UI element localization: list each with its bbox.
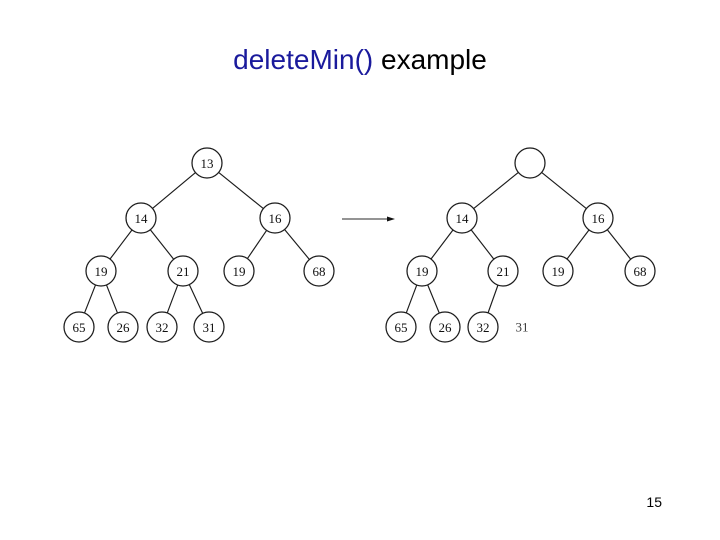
tree-node: 16 <box>259 202 291 234</box>
node-circle <box>125 202 157 234</box>
tree-node-empty <box>514 147 546 179</box>
tree-edge <box>470 229 495 260</box>
tree-edge <box>83 284 97 314</box>
tree-edge <box>566 229 590 260</box>
node-label: 19 <box>552 264 565 279</box>
page-number: 15 <box>646 494 662 510</box>
tree-node: 21 <box>487 255 519 287</box>
node-label: 31 <box>203 320 216 335</box>
node-circle <box>406 255 438 287</box>
tree-edge <box>246 230 268 259</box>
tree-edge <box>541 171 587 210</box>
node-circle <box>63 311 95 343</box>
tree-edge <box>427 284 440 314</box>
node-label: 65 <box>73 320 86 335</box>
node-circle <box>191 147 223 179</box>
node-label: 16 <box>592 211 606 226</box>
node-label: 13 <box>201 156 214 171</box>
node-circle <box>223 255 255 287</box>
detached-values-layer: 31 <box>516 320 529 335</box>
node-circle <box>107 311 139 343</box>
tree-node: 19 <box>223 255 255 287</box>
node-circle <box>487 255 519 287</box>
tree-node: 14 <box>446 202 478 234</box>
node-label: 21 <box>497 264 510 279</box>
tree-node: 26 <box>429 311 461 343</box>
node-circle <box>193 311 225 343</box>
tree-node: 21 <box>167 255 199 287</box>
nodes-layer: 13 14 16 19 21 19 68 65 26 32 31 14 16 19 21 19 68 65 26 32 <box>63 147 656 343</box>
node-circle <box>467 311 499 343</box>
tree-node: 68 <box>303 255 335 287</box>
node-circle <box>542 255 574 287</box>
node-circle <box>446 202 478 234</box>
detached-value-label: 31 <box>516 320 529 335</box>
tree-edge <box>149 229 175 260</box>
tree-node: 32 <box>467 311 499 343</box>
title-code-text: deleteMin() <box>233 44 374 75</box>
tree-edge <box>109 229 133 260</box>
node-circle <box>146 311 178 343</box>
node-label: 19 <box>416 264 429 279</box>
node-circle <box>582 202 614 234</box>
tree-node: 13 <box>191 147 223 179</box>
node-circle <box>167 255 199 287</box>
tree-node: 19 <box>542 255 574 287</box>
node-circle <box>514 147 546 179</box>
node-label: 65 <box>395 320 408 335</box>
tree-edge <box>430 229 454 260</box>
node-label: 19 <box>233 264 246 279</box>
page-title: deleteMin() example <box>0 44 720 76</box>
edges-layer <box>83 171 632 314</box>
node-label: 68 <box>313 264 326 279</box>
node-circle <box>303 255 335 287</box>
tree-node: 68 <box>624 255 656 287</box>
tree-edge <box>405 284 418 314</box>
tree-node: 16 <box>582 202 614 234</box>
tree-node: 32 <box>146 311 178 343</box>
node-label: 26 <box>117 320 131 335</box>
node-label: 32 <box>477 320 490 335</box>
node-circle <box>85 255 117 287</box>
node-label: 21 <box>177 264 190 279</box>
node-label: 68 <box>634 264 647 279</box>
node-label: 26 <box>439 320 453 335</box>
tree-edge <box>606 229 632 260</box>
tree-edge <box>188 284 204 314</box>
node-circle <box>385 311 417 343</box>
tree-edge <box>166 284 179 314</box>
node-label: 19 <box>95 264 108 279</box>
tree-edge <box>105 284 119 314</box>
node-label: 16 <box>269 211 283 226</box>
tree-edge <box>487 284 499 314</box>
tree-edge <box>152 172 196 209</box>
title-plain-text: example <box>373 44 487 75</box>
node-circle <box>624 255 656 287</box>
arrow-head <box>387 216 395 222</box>
tree-node: 14 <box>125 202 157 234</box>
tree-node: 65 <box>385 311 417 343</box>
tree-edge <box>473 171 519 210</box>
tree-edge <box>284 229 310 260</box>
node-label: 32 <box>156 320 169 335</box>
node-label: 14 <box>456 211 470 226</box>
tree-node: 31 <box>193 311 225 343</box>
tree-node: 26 <box>107 311 139 343</box>
node-circle <box>259 202 291 234</box>
tree-edge <box>218 171 264 210</box>
node-circle <box>429 311 461 343</box>
tree-node: 65 <box>63 311 95 343</box>
node-label: 14 <box>135 211 149 226</box>
tree-node: 19 <box>85 255 117 287</box>
tree-node: 19 <box>406 255 438 287</box>
transition-arrow <box>342 216 395 222</box>
